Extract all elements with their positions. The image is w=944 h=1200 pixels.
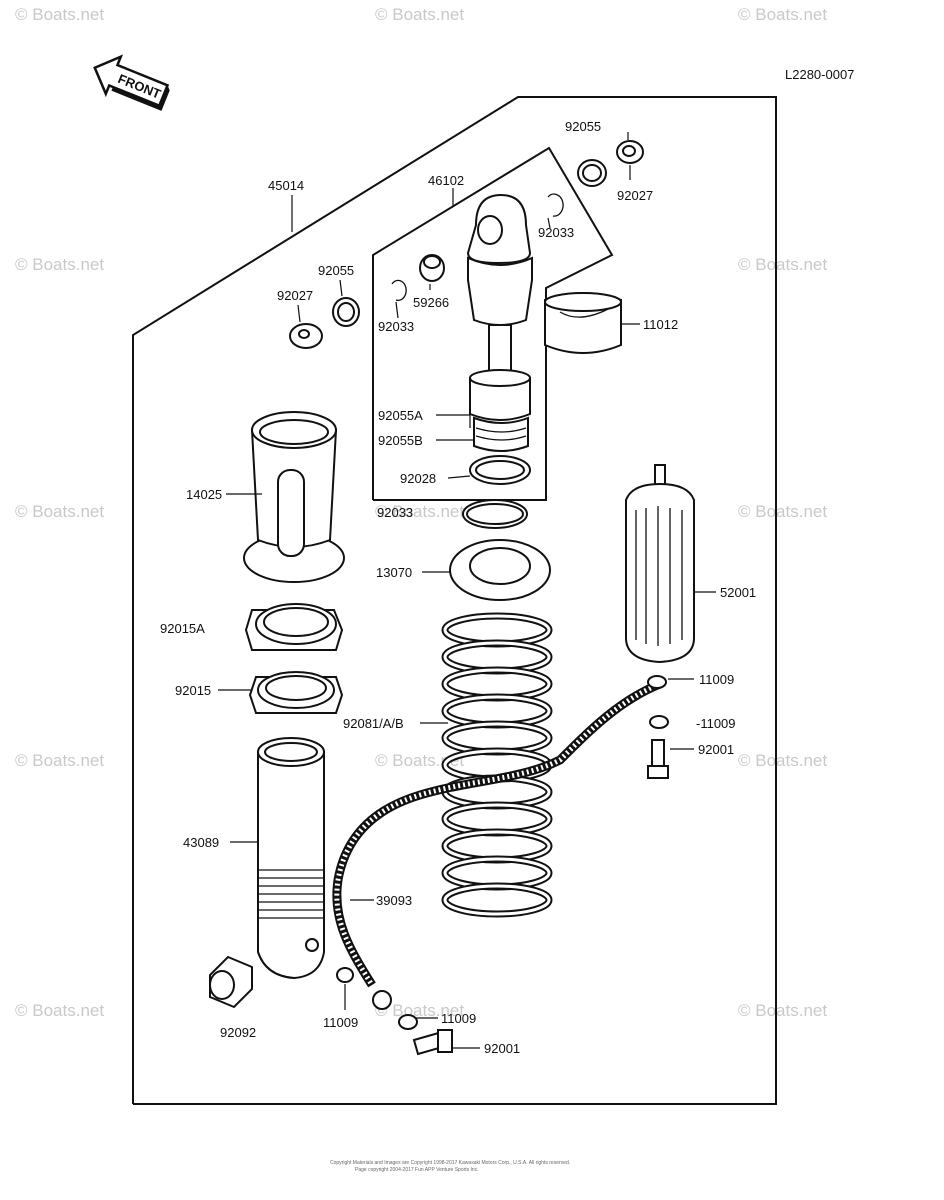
label-92081: 92081/A/B	[343, 716, 404, 731]
watermark: © Boats.net	[738, 1001, 827, 1020]
locknut-92015	[248, 671, 344, 714]
label-52001: 52001	[720, 585, 756, 600]
watermark: © Boats.net	[738, 5, 827, 24]
front-arrow-icon: FRONT	[93, 54, 170, 111]
label-43089: 43089	[183, 835, 219, 850]
lower-body-43089	[257, 737, 325, 980]
label-92001-bottom: 92001	[484, 1041, 520, 1056]
label-11009-a: 11009	[699, 672, 734, 687]
label-92027-top: 92027	[617, 188, 653, 203]
circlip-92033-right	[547, 193, 564, 217]
label-92055A: 92055A	[378, 408, 423, 423]
watermark: © Boats.net	[15, 751, 104, 770]
copyright-line-2: Page copyright 2004-2017 Fun APP Venture…	[355, 1167, 479, 1173]
bushing-92092	[209, 955, 253, 1009]
washer-11009-a	[647, 675, 667, 689]
watermark: © Boats.net	[15, 502, 104, 521]
washer-11009-c	[336, 967, 354, 983]
spring-guide-14025	[243, 411, 345, 583]
locknut-92015A	[244, 603, 344, 651]
collar-11012	[544, 292, 622, 354]
ring-92055-top	[577, 159, 607, 187]
label-11009-b: -11009	[696, 716, 736, 731]
ring-92033-mid	[462, 499, 528, 529]
label-92033-right: 92033	[538, 225, 574, 240]
label-13070: 13070	[376, 565, 412, 580]
watermark: © Boats.net	[15, 1001, 104, 1020]
copyright-line-1: Copyright Materials and Images are Copyr…	[330, 1160, 570, 1166]
spring-seat-13070	[449, 539, 551, 601]
label-14025: 14025	[186, 487, 222, 502]
label-92015: 92015	[175, 683, 211, 698]
label-92033-mid: 92033	[377, 505, 413, 520]
bushing-59266	[419, 254, 445, 282]
hose-39093-braid	[334, 681, 661, 987]
watermark: © Boats.net	[15, 255, 104, 274]
label-92033-left: 92033	[378, 319, 414, 334]
sub-assembly-frame	[372, 146, 614, 501]
label-92055B: 92055B	[378, 433, 423, 448]
label-46102: 46102	[428, 173, 464, 188]
label-45014: 45014	[268, 178, 304, 193]
label-92028: 92028	[400, 471, 436, 486]
label-11009-d: 11009	[441, 1011, 476, 1026]
watermark: © Boats.net	[15, 5, 104, 24]
watermark: © Boats.net	[738, 751, 827, 770]
label-92001-right: 92001	[698, 742, 734, 757]
washer-11009-d	[398, 1014, 418, 1030]
leader-lines	[218, 132, 716, 1049]
label-92092: 92092	[220, 1025, 256, 1040]
part-labels: 45014 46102 92055 92027 92033 92055 9202…	[160, 119, 756, 1056]
watermark: © Boats.net	[375, 5, 464, 24]
shock-absorber-46102	[466, 193, 533, 452]
watermark: © Boats.net	[738, 502, 827, 521]
label-92055-left: 92055	[318, 263, 354, 278]
label-39093: 39093	[376, 893, 412, 908]
label-59266: 59266	[413, 295, 449, 310]
label-92055-top: 92055	[565, 119, 601, 134]
watermarks: © Boats.net © Boats.net © Boats.net © Bo…	[15, 5, 827, 1020]
assembly-frame	[132, 96, 777, 1105]
watermark: © Boats.net	[375, 1001, 464, 1020]
watermark: © Boats.net	[738, 255, 827, 274]
label-11009-c: 11009	[323, 1015, 358, 1030]
spring-coil-highlight	[443, 884, 551, 916]
label-11012: 11012	[643, 317, 678, 332]
washer-11009-b	[649, 715, 669, 729]
circlip-92033-left	[391, 279, 407, 302]
banjo-fitting	[372, 990, 392, 1010]
washer-92027-left	[289, 323, 323, 349]
watermark: © Boats.net	[375, 502, 464, 521]
bolt-92001-bottom	[412, 1029, 453, 1056]
diagram-code: L2280-0007	[785, 67, 854, 82]
ring-92055-left	[332, 297, 360, 327]
label-92015A: 92015A	[160, 621, 205, 636]
reservoir-52001	[625, 464, 695, 664]
label-92027-left: 92027	[277, 288, 313, 303]
bolt-92001-right	[647, 739, 669, 779]
ring-92028	[469, 455, 531, 485]
washer-92027-top	[616, 140, 644, 164]
